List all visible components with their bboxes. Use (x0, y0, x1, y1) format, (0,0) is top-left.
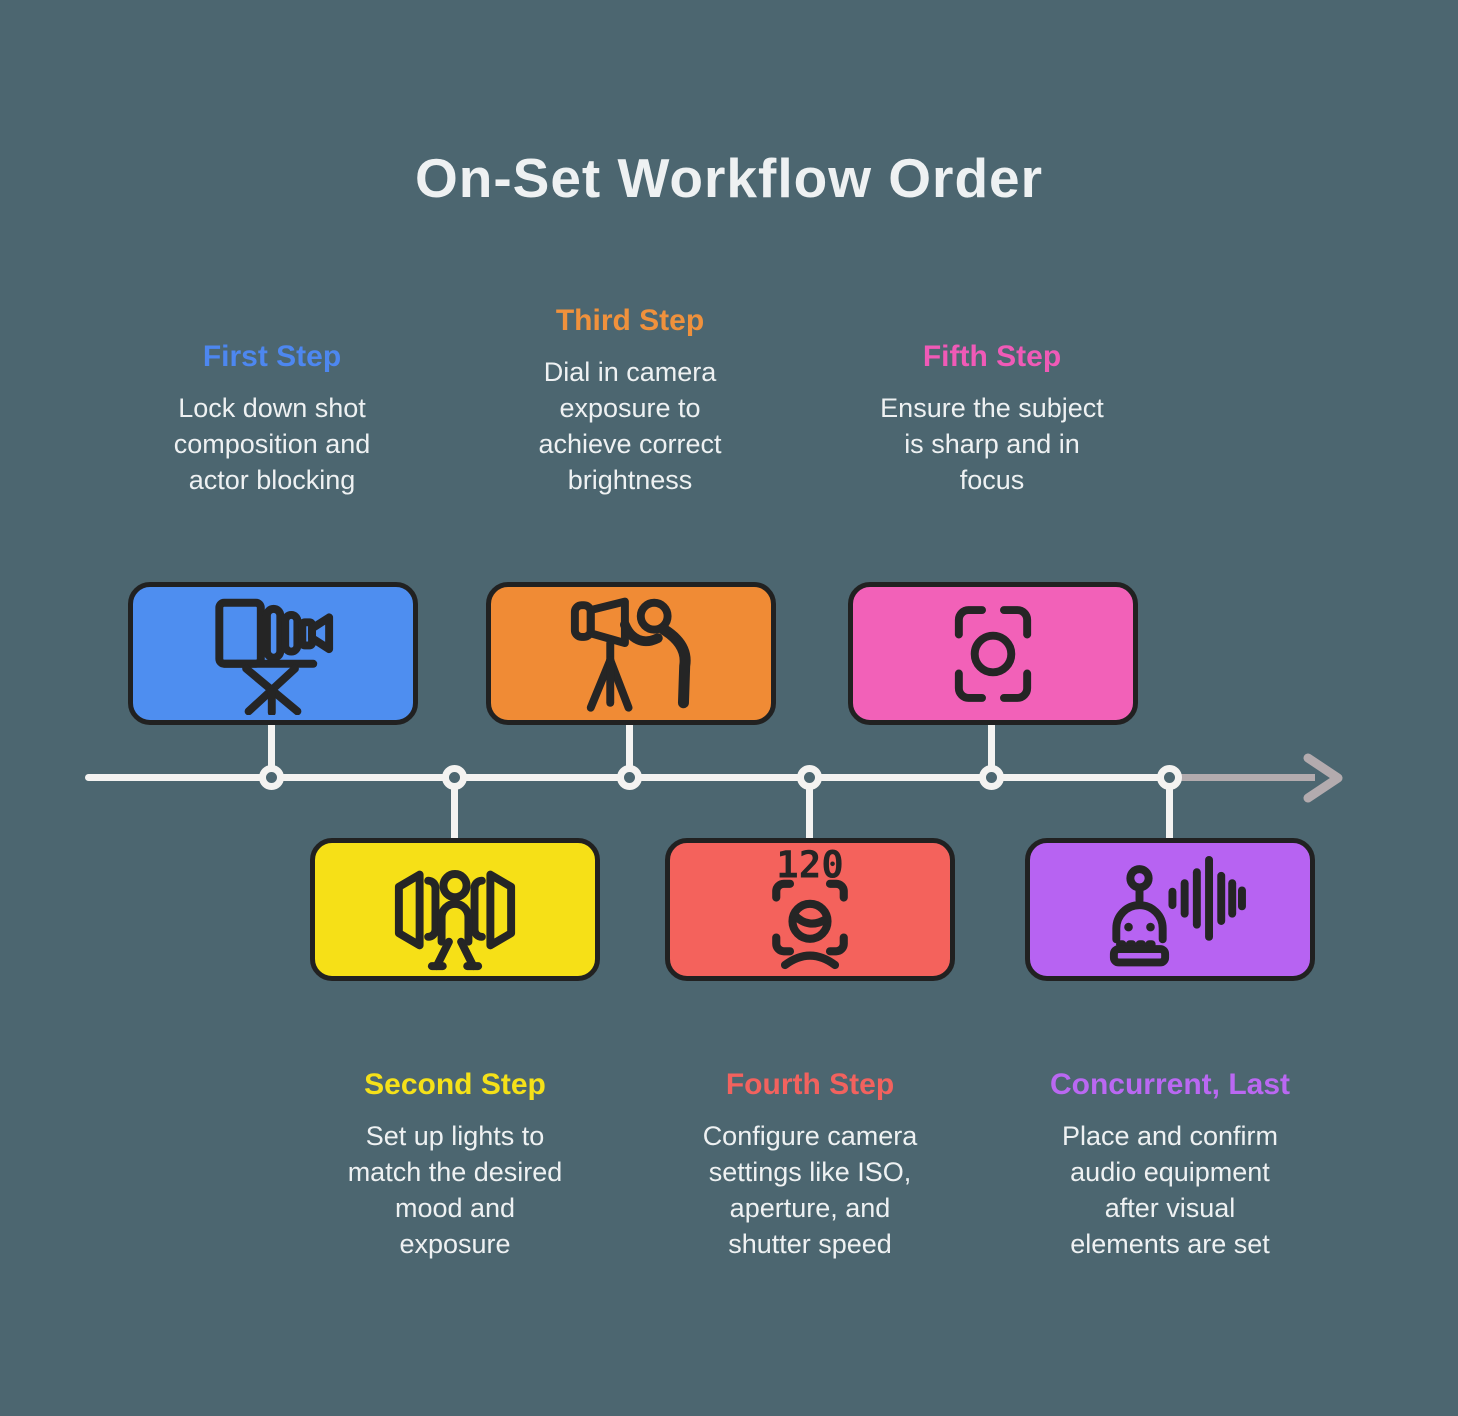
lighting-setup-icon (394, 869, 516, 970)
step-label: First Step (202, 340, 342, 373)
step-box-fourth: 120 (665, 838, 955, 981)
audio-robot-icon (1109, 855, 1246, 966)
step-text-fifth: Fifth Step Ensure the subject is sharp a… (817, 266, 1167, 498)
step-box-last (1025, 838, 1315, 981)
timeline-dot (1157, 765, 1182, 790)
step-description: Ensure the subject is sharp and in focus (880, 393, 1104, 495)
step-description: Set up lights to match the desired mood … (347, 1121, 563, 1259)
step-text-first: First Step Lock down shot composition an… (97, 266, 447, 498)
step-description: Place and confirm audio equipment after … (1061, 1121, 1279, 1259)
timeline-arrow-icon (1303, 753, 1343, 803)
step-label: Fourth Step (725, 1068, 895, 1101)
page-title: On-Set Workflow Order (414, 147, 1044, 209)
step-label: Concurrent, Last (1049, 1068, 1291, 1101)
film-camera-tripod-icon (215, 598, 334, 715)
step-description: Dial in camera exposure to achieve corre… (538, 357, 722, 495)
svg-text:120: 120 (776, 846, 844, 887)
step-label: Fifth Step (922, 340, 1062, 373)
step-label: Third Step (555, 304, 705, 337)
timeline-dot (259, 765, 284, 790)
camera-operator-icon (570, 597, 691, 712)
step-label: Second Step (364, 1068, 546, 1101)
connector-line (451, 778, 458, 844)
timeline-dot (797, 765, 822, 790)
step-description: Lock down shot composition and actor blo… (173, 393, 371, 495)
step-box-third (486, 582, 776, 725)
timeline-dot (979, 765, 1004, 790)
step-description: Configure camera settings like ISO, aper… (702, 1121, 918, 1259)
timeline-dot (442, 765, 467, 790)
timeline-line-gray (1177, 774, 1315, 781)
timeline-dot (617, 765, 642, 790)
connector-line (626, 716, 633, 778)
step-box-first (128, 582, 418, 725)
connector-line (1166, 778, 1173, 844)
step-text-fourth: Fourth Step Configure camera settings li… (635, 1068, 985, 1262)
step-box-fifth (848, 582, 1138, 725)
connector-line (988, 716, 995, 778)
step-text-second: Second Step Set up lights to match the d… (280, 1068, 630, 1262)
step-text-third: Third Step Dial in camera exposure to ac… (455, 266, 805, 498)
step-box-second (310, 838, 600, 981)
connector-line (806, 778, 813, 844)
exposure-meter-icon: 120 (772, 846, 848, 969)
step-text-last: Concurrent, Last Place and confirm audio… (995, 1068, 1345, 1262)
connector-line (268, 716, 275, 778)
focus-frame-icon (954, 605, 1032, 702)
